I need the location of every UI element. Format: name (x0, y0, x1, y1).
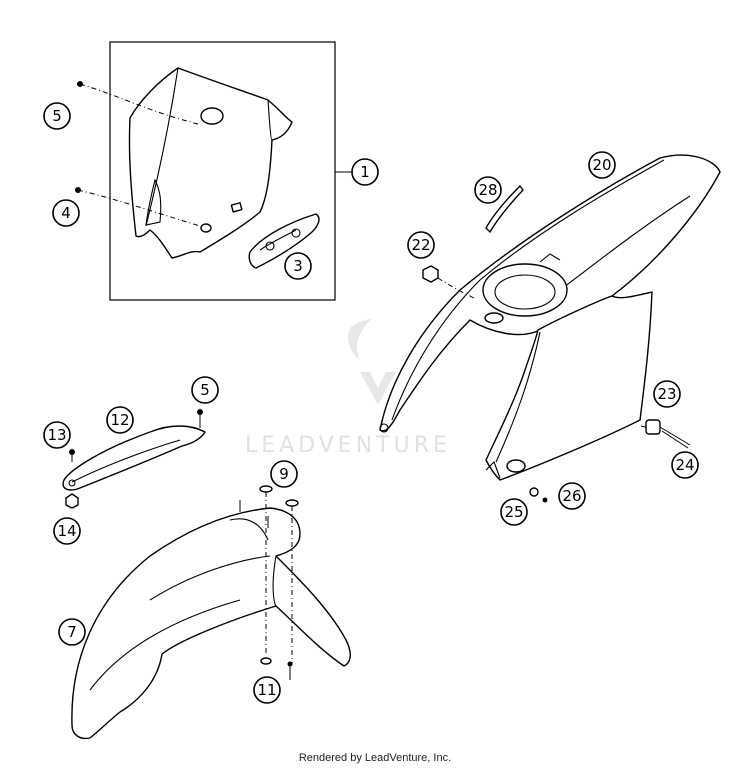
screw-4 (75, 187, 81, 193)
callout-4: 4 (52, 199, 80, 227)
callout-5-top: 5 (43, 102, 71, 130)
callout-7: 7 (58, 618, 86, 646)
svg-text:5: 5 (52, 107, 62, 125)
callout-3: 3 (284, 252, 312, 280)
svg-text:28: 28 (478, 181, 497, 199)
callout-14: 14 (53, 517, 81, 545)
callout-20: 20 (588, 151, 616, 179)
screw-5-top (77, 81, 83, 87)
callout-22: 22 (407, 231, 435, 259)
rear-fender-part (379, 154, 721, 433)
svg-text:24: 24 (675, 456, 694, 474)
group-1-box (109, 41, 336, 301)
svg-text:23: 23 (657, 385, 676, 403)
leader-22 (437, 277, 475, 299)
bolt-23-24 (639, 419, 691, 449)
svg-text:22: 22 (411, 236, 430, 254)
front-fender-part (71, 500, 351, 740)
side-panel-part (485, 291, 653, 481)
svg-text:14: 14 (57, 522, 76, 540)
callout-26: 26 (558, 482, 586, 510)
svg-text:12: 12 (110, 411, 129, 429)
fender-bracket-part (62, 425, 206, 491)
fasteners-9-11 (259, 485, 299, 680)
svg-text:13: 13 (47, 426, 66, 444)
callout-13: 13 (43, 421, 71, 449)
svg-text:1: 1 (360, 163, 370, 181)
svg-text:9: 9 (279, 465, 289, 483)
svg-text:3: 3 (293, 257, 303, 275)
callout-9: 9 (270, 460, 298, 488)
leader-5-top (79, 83, 199, 125)
screw-26 (542, 497, 548, 503)
svg-text:7: 7 (67, 623, 77, 641)
callout-1: 1 (351, 158, 379, 186)
nut-14 (65, 493, 79, 509)
sticker-part (485, 185, 524, 233)
callouts: 1 3 4 5 5 7 9 11 12 13 14 20 22 23 24 25… (43, 102, 699, 704)
svg-text:25: 25 (504, 503, 523, 521)
svg-text:4: 4 (61, 204, 71, 222)
callout-24: 24 (671, 451, 699, 479)
nut-22 (422, 265, 439, 283)
callout-25: 25 (500, 498, 528, 526)
callout-12: 12 (106, 406, 134, 434)
washer-25 (529, 487, 539, 497)
small-cover-part (248, 213, 320, 269)
leader-4 (77, 189, 201, 227)
svg-text:11: 11 (257, 681, 276, 699)
number-plate-part (128, 67, 293, 259)
watermark-text: LEADVENTURE (245, 433, 451, 458)
svg-text:5: 5 (200, 381, 210, 399)
callout-28: 28 (474, 176, 502, 204)
footer-credit: Rendered by LeadVenture, Inc. (298, 752, 452, 764)
watermark: LEADVENTURE (245, 318, 451, 458)
svg-text:20: 20 (592, 156, 611, 174)
callout-5-lower: 5 (191, 376, 219, 404)
svg-text:26: 26 (562, 487, 581, 505)
callout-11: 11 (253, 676, 281, 704)
callout-23: 23 (653, 380, 681, 408)
